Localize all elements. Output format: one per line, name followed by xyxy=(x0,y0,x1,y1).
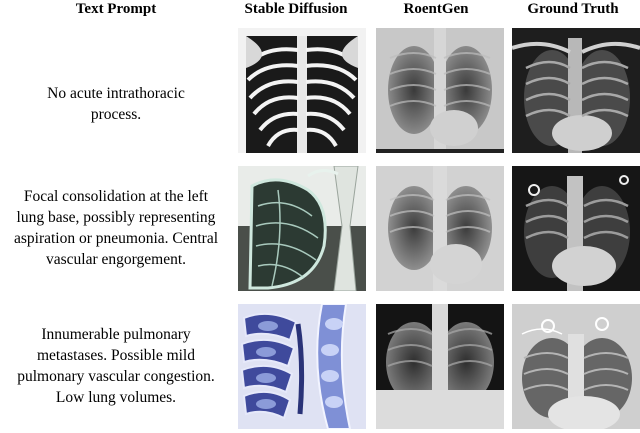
prompt-line: aspiration or pneumonia. Central xyxy=(13,230,219,247)
roentgen-image-row-2 xyxy=(376,166,504,291)
header-ground-truth: Ground Truth xyxy=(527,1,619,17)
header-stable-diffusion: Stable Diffusion xyxy=(244,1,348,17)
prompt-row-3: Innumerable pulmonary metastases. Possib… xyxy=(0,316,232,416)
prompt-line: pulmonary vascular congestion. xyxy=(17,368,215,385)
prompt-line: Innumerable pulmonary xyxy=(41,326,191,343)
stable-diffusion-image-blue-vertebrae xyxy=(238,304,366,429)
header-text-prompt: Text Prompt xyxy=(75,1,157,17)
prompt-line: No acute intrathoracic xyxy=(47,85,185,102)
ground-truth-image-row-2 xyxy=(512,166,640,291)
prompt-line: Low lung volumes. xyxy=(55,389,177,406)
roentgen-image-row-1 xyxy=(376,28,504,153)
prompt-row-2: Focal consolidation at the left lung bas… xyxy=(0,178,232,278)
stable-diffusion-image-ribcage xyxy=(238,28,366,153)
prompt-row-1: No acute intrathoracic process. xyxy=(0,74,232,134)
roentgen-image-row-3 xyxy=(376,304,504,429)
prompt-line: process. xyxy=(90,106,142,123)
prompt-line: metastases. Possible mild xyxy=(36,347,195,364)
prompt-line: vascular engorgement. xyxy=(45,251,187,268)
prompt-line: lung base, possibly representing xyxy=(16,209,216,226)
ground-truth-image-row-1 xyxy=(512,28,640,153)
prompt-line: Focal consolidation at the left xyxy=(23,188,209,205)
stable-diffusion-image-glass-heart xyxy=(238,166,366,291)
ground-truth-image-row-3 xyxy=(512,304,640,429)
header-roentgen: RoentGen xyxy=(403,1,469,17)
